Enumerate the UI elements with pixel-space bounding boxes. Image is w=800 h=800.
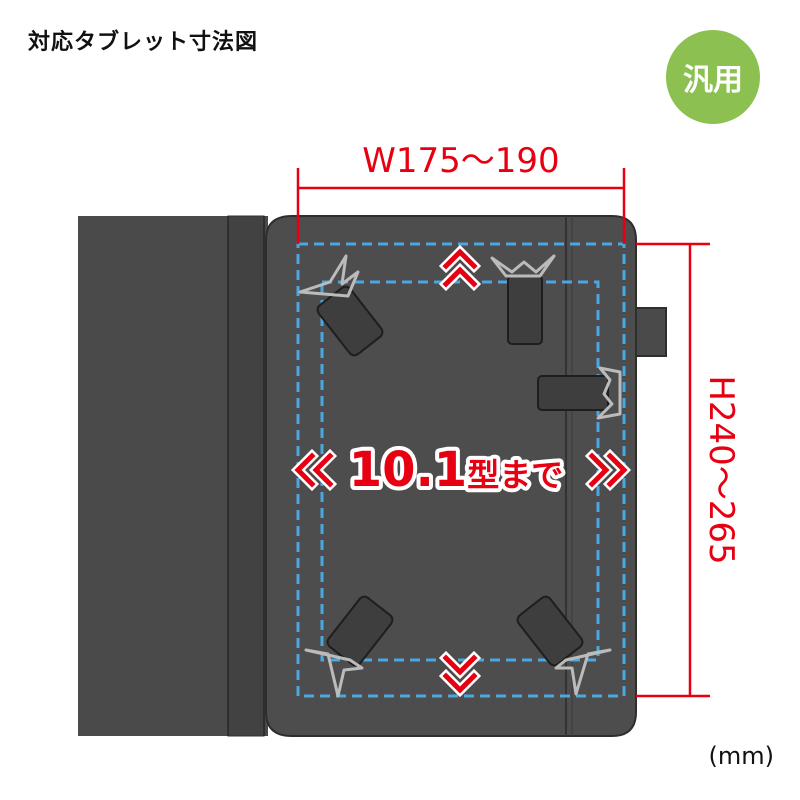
max-size-number: 10.1 — [349, 442, 467, 498]
chevron-up-icon — [438, 244, 482, 292]
chevron-down-icon — [438, 650, 482, 698]
clip-top — [490, 254, 556, 345]
height-dimension — [636, 242, 710, 698]
width-dimension — [296, 168, 626, 244]
chevron-left-icon — [290, 448, 338, 492]
case-spine — [227, 215, 265, 737]
height-label: H240〜265 — [701, 375, 741, 564]
max-size-suffix: 型まで — [467, 456, 563, 494]
corner-holder-bottom-left — [304, 595, 394, 698]
clip-right — [537, 366, 622, 420]
unit-label: (mm) — [708, 742, 774, 770]
width-label: W175〜190 — [362, 141, 559, 181]
max-size-label: 10.1型まで — [349, 442, 563, 498]
corner-holder-top-left — [298, 254, 384, 357]
universal-badge: 汎用 — [666, 30, 760, 124]
chevron-right-icon — [584, 448, 632, 492]
diagram-title: 対応タブレット寸法図 — [28, 30, 259, 55]
closure-tab — [635, 307, 667, 357]
corner-holder-bottom-right — [516, 595, 612, 696]
